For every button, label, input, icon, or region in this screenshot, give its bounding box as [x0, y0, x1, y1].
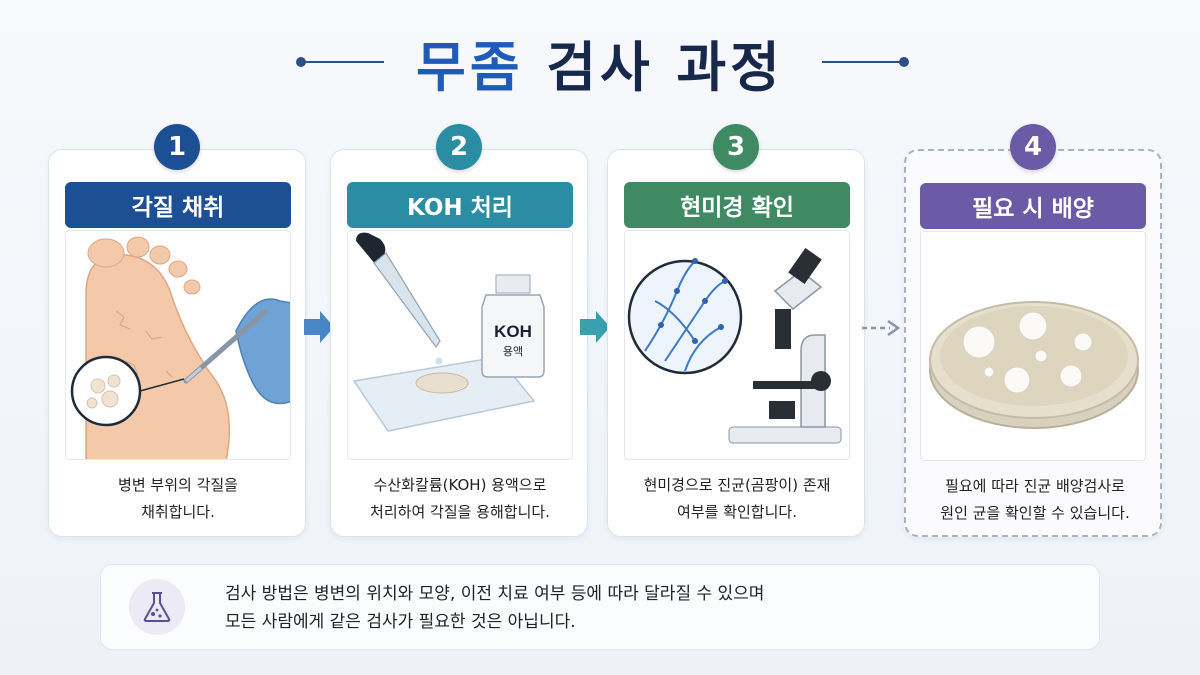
step-desc-1: 병변 부위의 각질을 채취합니다. — [59, 472, 297, 526]
step-card-3: 현미경 확인 현미경으로 진균(곰팡이) 존재 여부를 확인합니다 — [607, 149, 865, 537]
step-number-1: 1 — [154, 124, 200, 170]
bottle-label-koh: KOH — [494, 322, 532, 341]
step-desc-3-line2: 여부를 확인합니다. — [677, 503, 797, 521]
bottle-label-solution: 용액 — [503, 345, 523, 358]
arrow-right-icon — [578, 309, 612, 345]
title-decor-line-left — [302, 61, 384, 63]
title-rest: 검사 과정 — [546, 35, 784, 99]
step-desc-4: 필요에 따라 진균 배양검사로 원인 균을 확인할 수 있습니다. — [916, 473, 1154, 527]
title-decor-dot-right — [899, 57, 909, 67]
step-desc-3-line1: 현미경으로 진균(곰팡이) 존재 — [643, 476, 831, 494]
flask-icon — [129, 579, 185, 635]
title-decor-dot-left — [296, 57, 306, 67]
title-decor-line-right — [822, 61, 904, 63]
step-title-3: 현미경 확인 — [624, 182, 850, 228]
info-note: 검사 방법은 병변의 위치와 모양, 이전 치료 여부 등에 따라 달라질 수 … — [100, 564, 1100, 650]
dropper-slide-icon: KOH 용액 — [347, 230, 573, 460]
step-desc-4-line2: 원인 균을 확인할 수 있습니다. — [940, 504, 1130, 522]
dashed-arrow-right-icon — [860, 318, 904, 338]
page-title: 무좀 검사 과정 — [0, 22, 1200, 102]
title-accent: 무좀 — [416, 35, 524, 99]
petri-dish-icon — [920, 231, 1146, 461]
microscope-icon — [624, 230, 850, 460]
step-desc-1-line1: 병변 부위의 각질을 — [118, 476, 238, 494]
step-desc-2: 수산화칼륨(KOH) 용액으로 처리하여 각질을 용해합니다. — [341, 472, 579, 526]
step-card-1: 각질 채취 병변 부위의 각질을 채취합니다. — [48, 149, 306, 537]
step-title-4: 필요 시 배양 — [920, 183, 1146, 229]
step-desc-3: 현미경으로 진균(곰팡이) 존재 여부를 확인합니다. — [618, 472, 856, 526]
step-title-2: KOH 처리 — [347, 182, 573, 228]
step-desc-4-line1: 필요에 따라 진균 배양검사로 — [945, 477, 1125, 495]
step-desc-2-line1: 수산화칼륨(KOH) 용액으로 — [373, 476, 547, 494]
step-number-3: 3 — [713, 124, 759, 170]
arrow-right-icon — [302, 309, 336, 345]
note-text: 검사 방법은 병변의 위치와 모양, 이전 치료 여부 등에 따라 달라질 수 … — [225, 580, 1065, 636]
step-number-2: 2 — [436, 124, 482, 170]
note-line2: 모든 사람에게 같은 검사가 필요한 것은 아닙니다. — [225, 612, 576, 632]
foot-scraping-icon — [65, 230, 291, 460]
step-card-4: 필요 시 배양 필요에 따라 진균 배양검사로 원인 균을 확인할 수 있습니다… — [904, 149, 1162, 537]
note-line1: 검사 방법은 병변의 위치와 모양, 이전 치료 여부 등에 따라 달라질 수 … — [225, 584, 765, 604]
step-desc-2-line2: 처리하여 각질을 용해합니다. — [370, 503, 550, 521]
step-title-1: 각질 채취 — [65, 182, 291, 228]
step-desc-1-line2: 채취합니다. — [141, 503, 215, 521]
step-card-2: KOH 처리 KOH 용액 수산화칼륨(KOH) 용액으로 처리하여 각질을 용… — [330, 149, 588, 537]
step-number-4: 4 — [1010, 124, 1056, 170]
